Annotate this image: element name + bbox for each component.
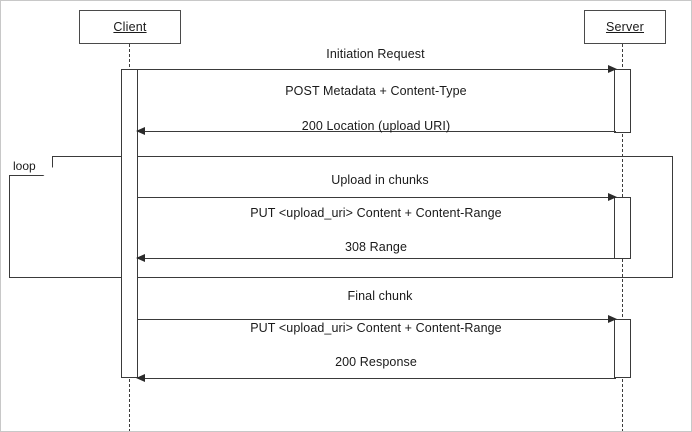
participant-label-server: Server	[605, 20, 645, 34]
message-line-put-chunk	[138, 258, 616, 259]
participant-box-server[interactable]: Server	[584, 10, 666, 44]
message-line-upload-in-chunks	[138, 197, 616, 198]
activation-bar-server-initiation	[614, 69, 631, 133]
activation-bar-server-chunk	[614, 197, 631, 259]
message-line-put-final-chunk	[138, 378, 616, 379]
message-label-200-response: 200 Response	[335, 355, 417, 369]
message-arrowhead-final-chunk	[608, 314, 617, 323]
message-label-upload-in-chunks: Upload in chunks	[331, 173, 429, 187]
message-arrowhead-308-range	[136, 253, 145, 262]
participant-box-client[interactable]: Client	[79, 10, 181, 44]
message-arrowhead-200-location	[136, 126, 145, 135]
message-label-final-chunk: Final chunk	[347, 289, 413, 303]
message-label-initiation-request: Initiation Request	[326, 47, 425, 61]
activation-bar-client	[121, 69, 138, 378]
message-line-post-metadata	[138, 131, 616, 132]
loop-fragment	[9, 156, 673, 278]
message-label-200-location: 200 Location (upload URI)	[301, 119, 451, 133]
message-label-308-range: 308 Range	[344, 240, 408, 254]
message-line-final-chunk	[138, 319, 616, 320]
loop-fragment-operator-label: loop	[13, 158, 36, 173]
loop-fragment-tab: loop	[9, 156, 53, 176]
participant-label-client: Client	[113, 20, 147, 34]
message-label-put-final-chunk: PUT <upload_uri> Content + Content-Range	[250, 321, 502, 335]
activation-bar-server-final	[614, 319, 631, 378]
message-label-put-chunk: PUT <upload_uri> Content + Content-Range	[250, 206, 502, 220]
message-line-initiation-request	[129, 69, 616, 70]
message-arrowhead-upload-in-chunks	[608, 192, 617, 201]
message-arrowhead-initiation-request	[608, 64, 617, 73]
message-label-post-metadata: POST Metadata + Content-Type	[285, 84, 467, 98]
message-arrowhead-200-response	[136, 373, 145, 382]
